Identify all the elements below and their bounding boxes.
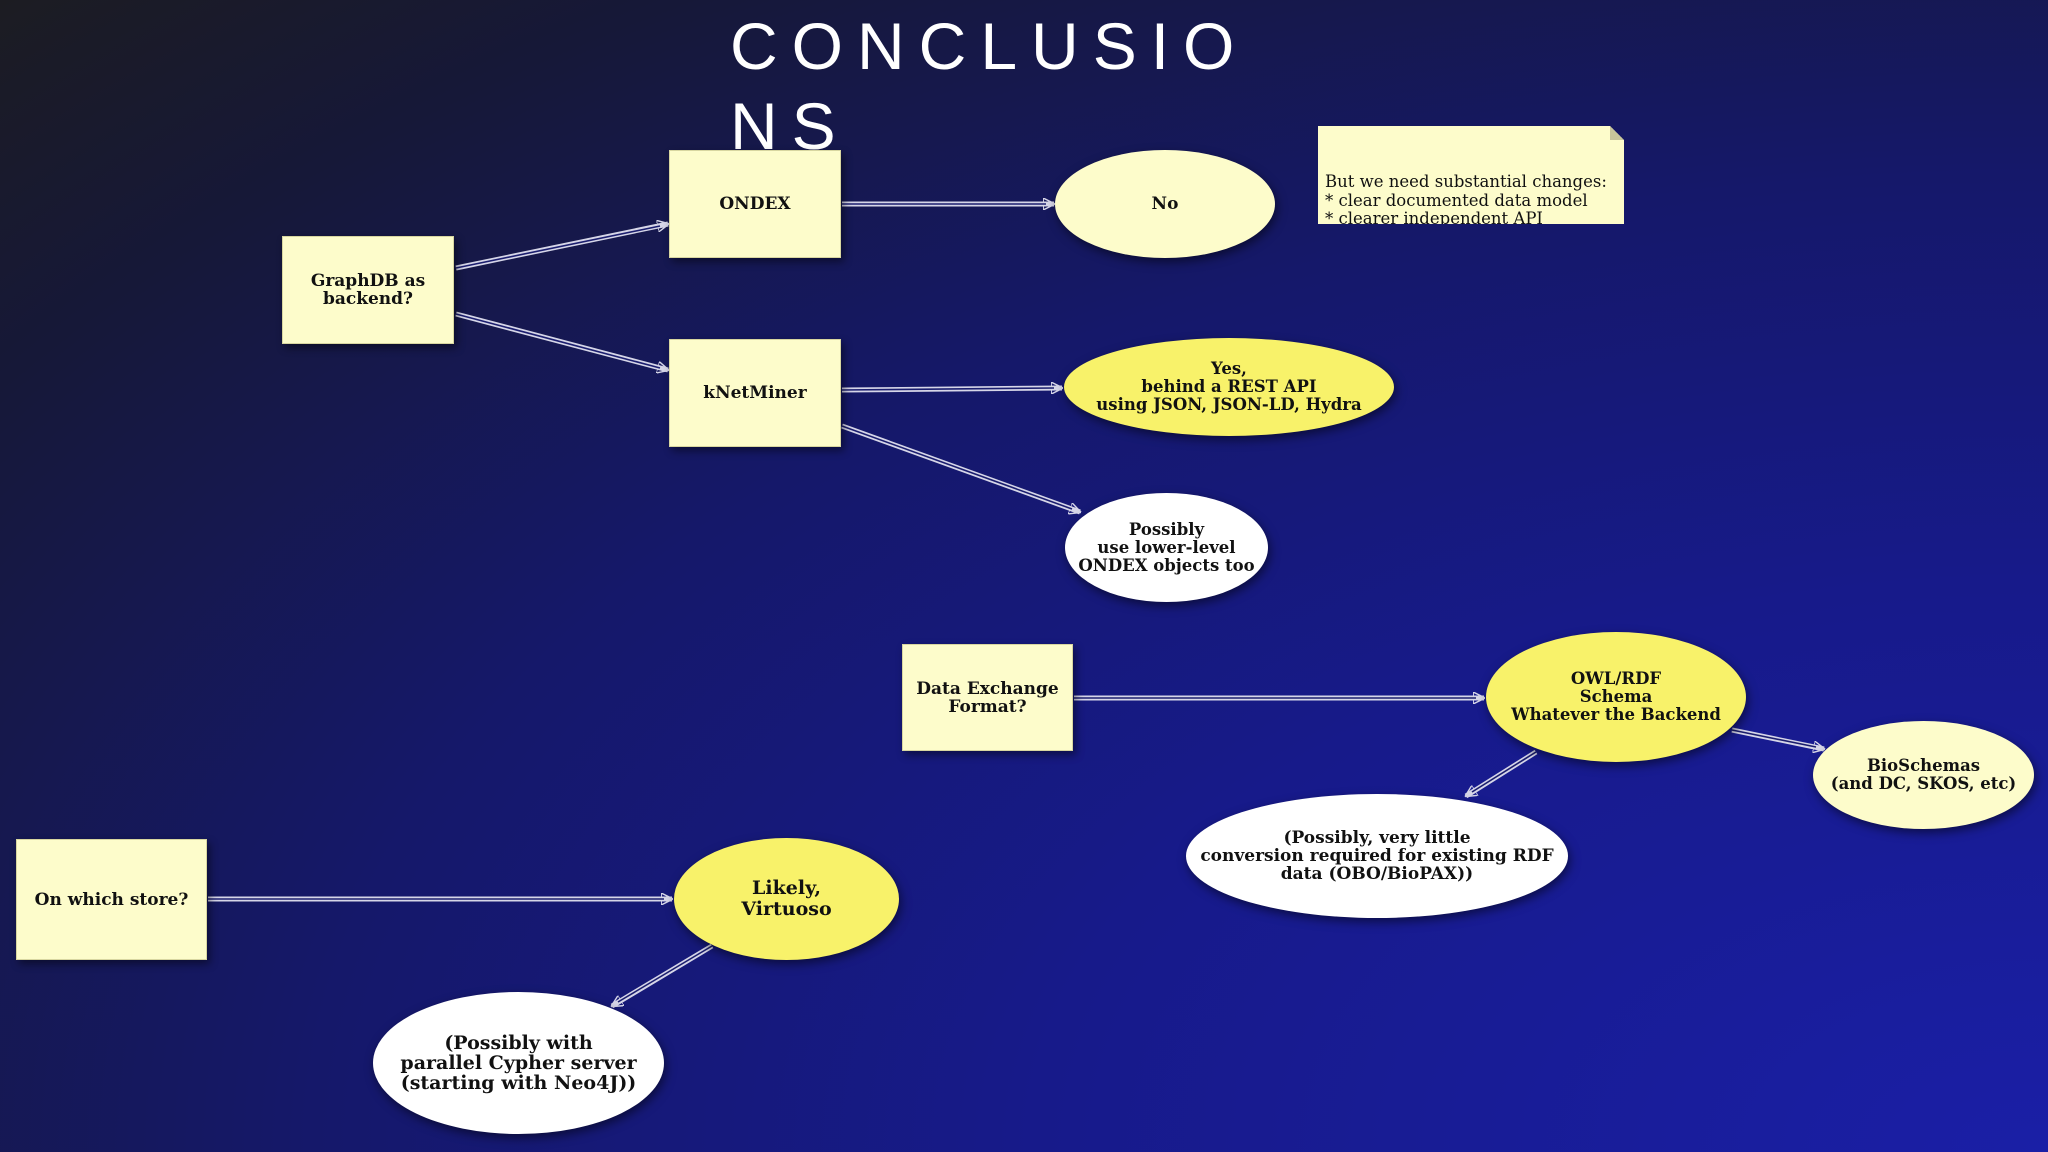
node-no: No bbox=[1055, 150, 1275, 258]
changes-note: But we need substantial changes: * clear… bbox=[1318, 126, 1624, 224]
node-which-store: On which store? bbox=[16, 839, 207, 960]
node-data-exchange-format: Data Exchange Format? bbox=[902, 644, 1073, 751]
node-yes-rest-api: Yes, behind a REST API using JSON, JSON-… bbox=[1064, 338, 1394, 436]
node-ondex: ONDEX bbox=[669, 150, 841, 258]
node-possibly-lower-level: Possibly use lower-level ONDEX objects t… bbox=[1065, 493, 1268, 602]
node-knetminer: kNetMiner bbox=[669, 339, 841, 447]
node-owl-rdf-schema: OWL/RDF Schema Whatever the Backend bbox=[1486, 632, 1746, 762]
node-likely-virtuoso: Likely, Virtuoso bbox=[674, 838, 899, 960]
node-rdf-conversion: (Possibly, very little conversion requir… bbox=[1186, 794, 1568, 918]
node-cypher-server: (Possibly with parallel Cypher server (s… bbox=[373, 992, 664, 1134]
node-graphdb-backend: GraphDB as backend? bbox=[282, 236, 454, 344]
slide-title: CONCLUSIONS bbox=[730, 9, 1249, 163]
node-bioschemas: BioSchemas (and DC, SKOS, etc) bbox=[1813, 721, 2034, 829]
